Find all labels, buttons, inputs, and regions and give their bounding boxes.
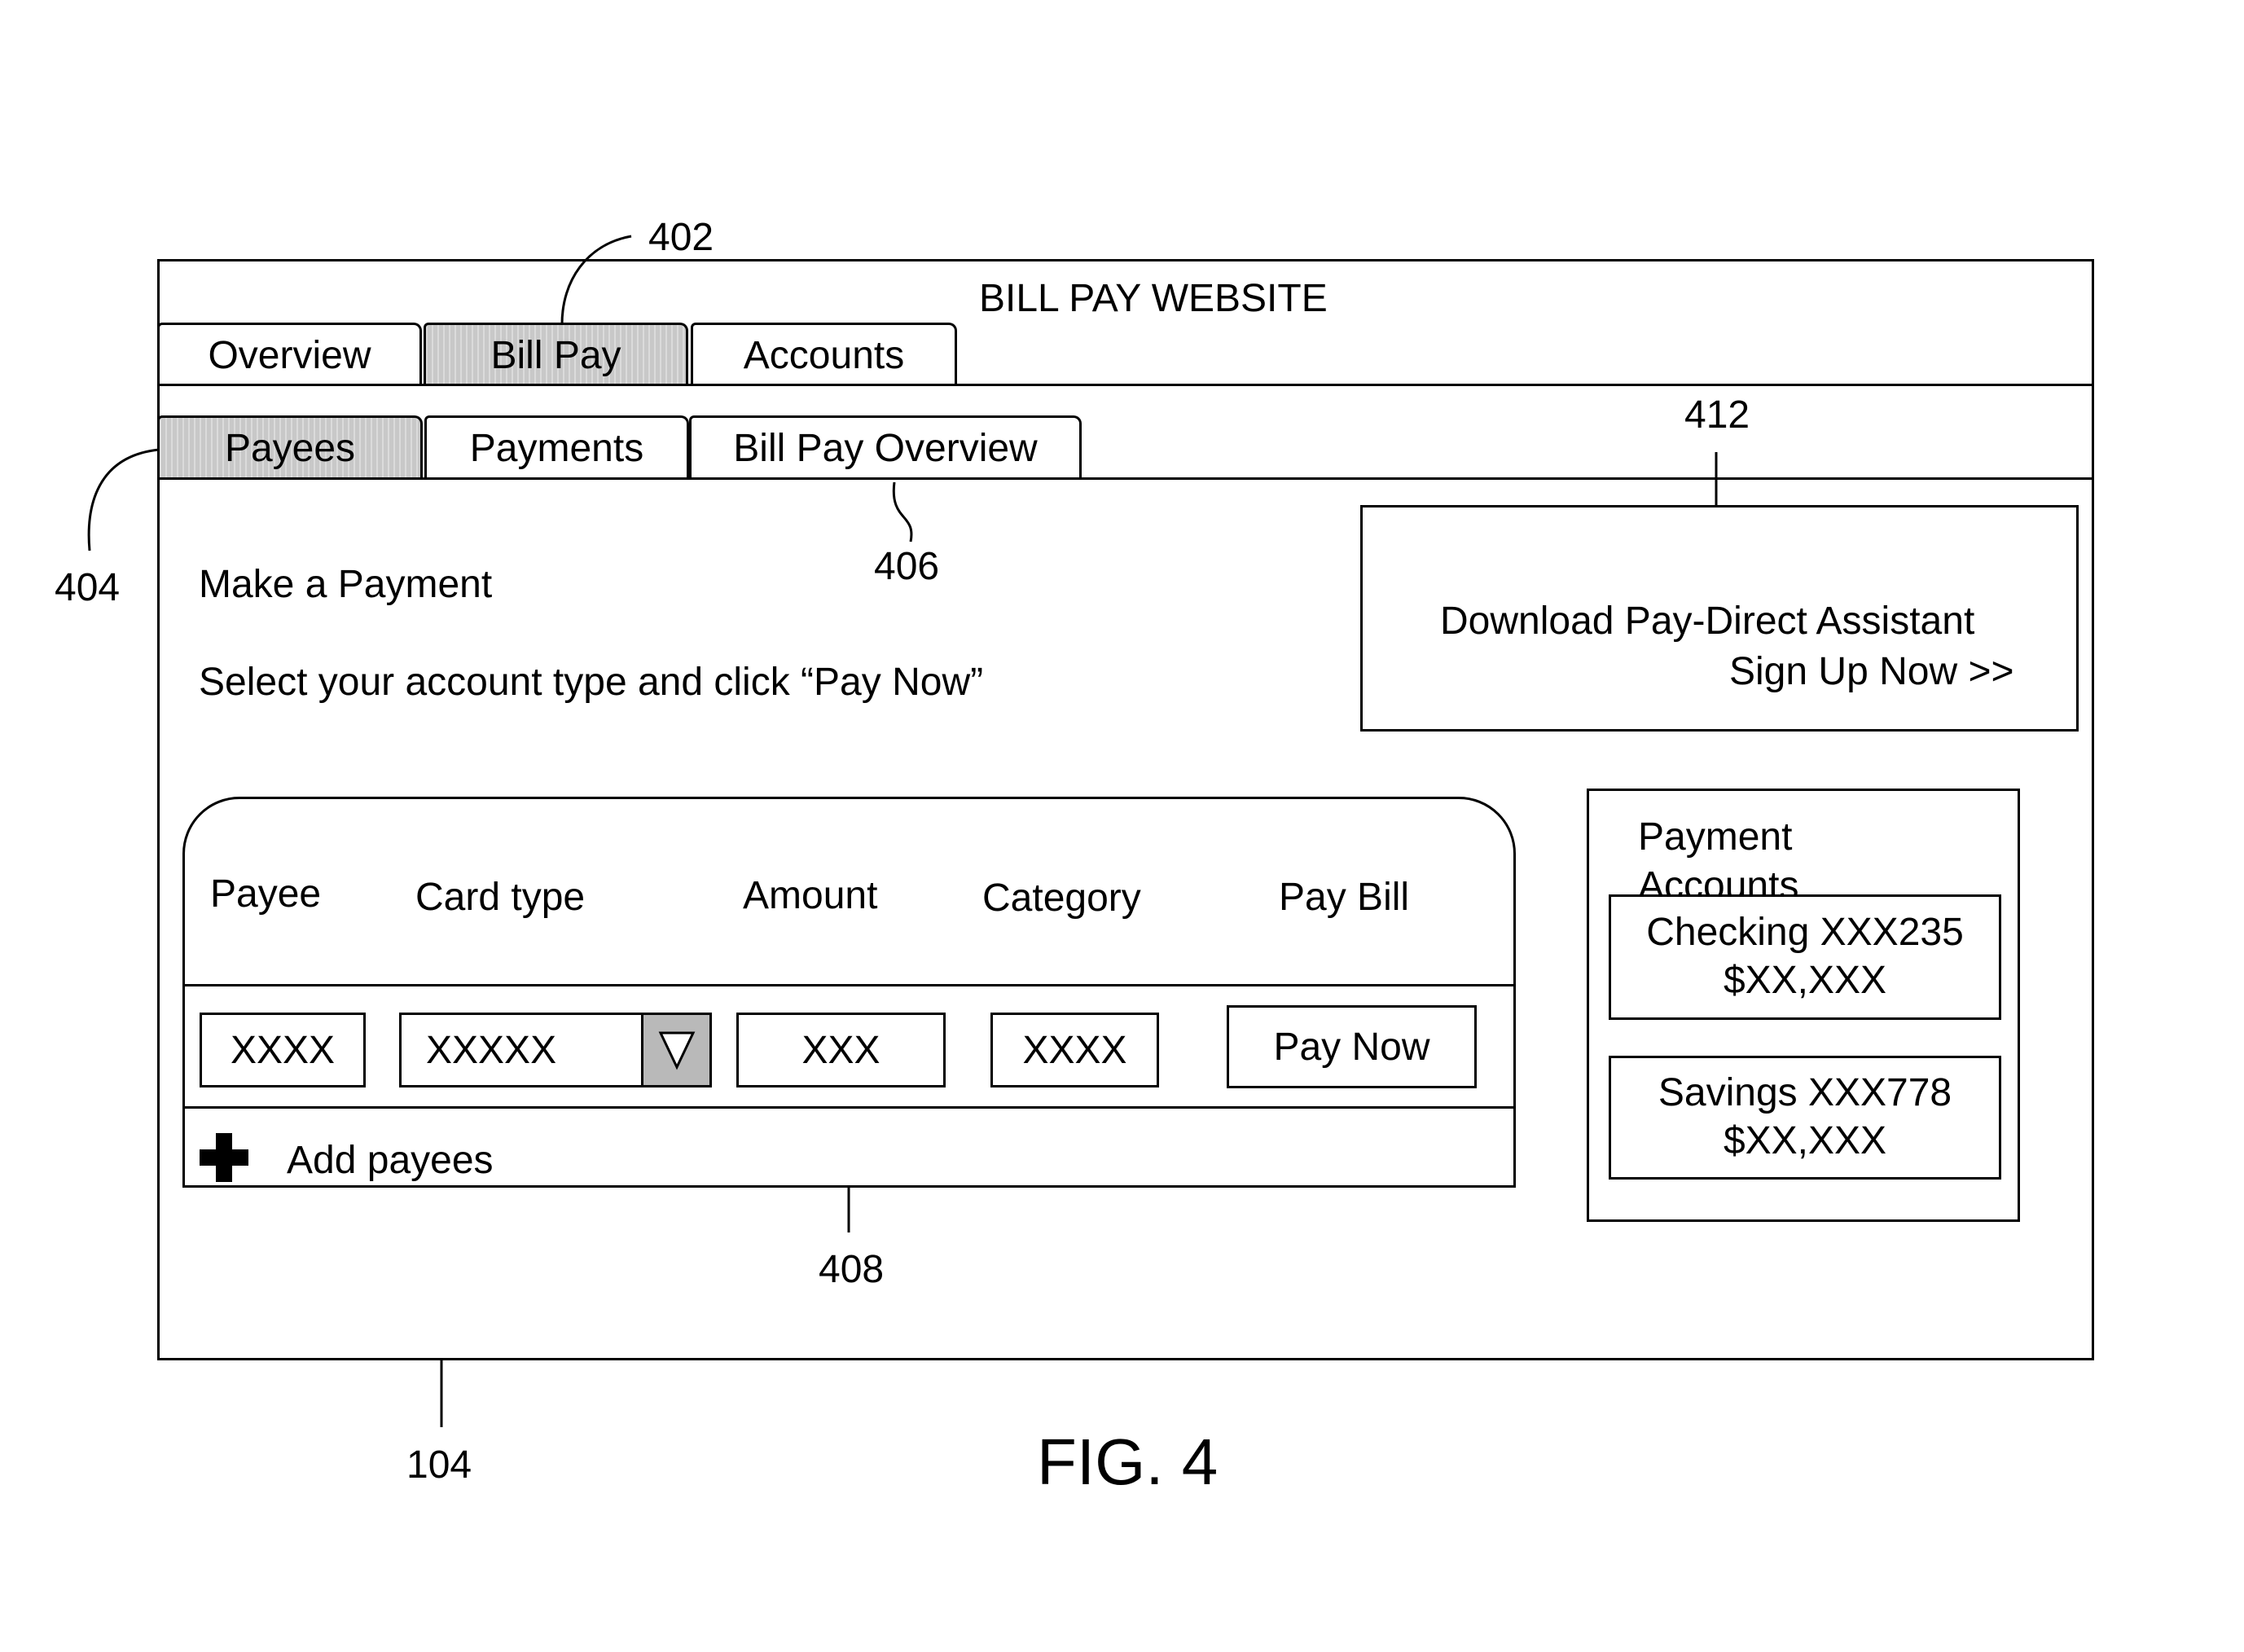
payee-input[interactable]: XXXX bbox=[200, 1013, 366, 1087]
account-checking-name: Checking XXX235 bbox=[1646, 909, 1964, 957]
payment-table: Payee Card type Amount Category Pay Bill… bbox=[182, 797, 1516, 1188]
ref-numeral-104: 104 bbox=[406, 1446, 472, 1485]
ref-numeral-402: 402 bbox=[648, 218, 714, 257]
subtab-payees[interactable]: Payees bbox=[157, 415, 423, 479]
figure-label: FIG. 4 bbox=[1037, 1430, 1218, 1495]
payment-accounts-title-line1: Payment bbox=[1638, 818, 1792, 857]
main-tabbar-divider bbox=[157, 384, 2094, 386]
tab-bill-pay-label: Bill Pay bbox=[490, 333, 621, 378]
tab-overview[interactable]: Overview bbox=[157, 323, 422, 385]
page-heading: Make a Payment bbox=[199, 565, 492, 604]
tab-bill-pay[interactable]: Bill Pay bbox=[424, 323, 688, 385]
add-payees-button[interactable] bbox=[200, 1133, 248, 1182]
subtab-payees-label: Payees bbox=[225, 426, 355, 471]
payment-accounts-panel: Payment Accounts Checking XXX235 $XX,XXX… bbox=[1587, 789, 2020, 1222]
promo-signup-link[interactable]: Sign Up Now >> bbox=[1729, 652, 2014, 692]
ref-numeral-404: 404 bbox=[55, 569, 120, 608]
subtab-payments-label: Payments bbox=[470, 426, 643, 471]
subtab-bill-pay-overview[interactable]: Bill Pay Overview bbox=[689, 415, 1082, 479]
pay-now-button[interactable]: Pay Now bbox=[1227, 1005, 1477, 1088]
sub-tabbar-divider bbox=[157, 477, 2094, 480]
promo-line-download: Download Pay-Direct Assistant bbox=[1440, 602, 1974, 641]
add-payees-label[interactable]: Add payees bbox=[287, 1141, 494, 1180]
account-card-checking[interactable]: Checking XXX235 $XX,XXX bbox=[1609, 894, 2001, 1020]
card-type-select-value: XXXXX bbox=[426, 1028, 556, 1073]
payee-input-value: XXXX bbox=[231, 1028, 335, 1073]
tab-overview-label: Overview bbox=[208, 333, 371, 378]
category-input[interactable]: XXXX bbox=[990, 1013, 1159, 1087]
amount-input[interactable]: XXX bbox=[736, 1013, 946, 1087]
table-row-divider bbox=[185, 1106, 1513, 1109]
tab-accounts[interactable]: Accounts bbox=[691, 323, 957, 385]
table-header-divider bbox=[185, 984, 1513, 986]
col-header-pay-bill: Pay Bill bbox=[1279, 878, 1409, 917]
card-type-dropdown-toggle[interactable] bbox=[641, 1015, 709, 1085]
card-type-select[interactable]: XXXXX bbox=[399, 1013, 712, 1087]
account-card-savings[interactable]: Savings XXX778 $XX,XXX bbox=[1609, 1056, 2001, 1180]
account-savings-balance: $XX,XXX bbox=[1724, 1118, 1886, 1166]
pay-now-button-label: Pay Now bbox=[1273, 1025, 1429, 1070]
promo-box[interactable]: Download Pay-Direct Assistant Sign Up No… bbox=[1360, 505, 2079, 732]
triangle-down-icon bbox=[658, 1030, 696, 1070]
account-checking-balance: $XX,XXX bbox=[1724, 957, 1886, 1005]
leader-404 bbox=[89, 450, 159, 551]
page-instruction: Select your account type and click “Pay … bbox=[199, 663, 983, 702]
tab-accounts-label: Accounts bbox=[744, 333, 904, 378]
category-input-value: XXXX bbox=[1022, 1028, 1126, 1073]
amount-input-value: XXX bbox=[801, 1028, 880, 1073]
col-header-card-type: Card type bbox=[415, 878, 585, 917]
window-title: BILL PAY WEBSITE bbox=[979, 279, 1328, 319]
col-header-amount: Amount bbox=[743, 877, 877, 916]
col-header-category: Category bbox=[982, 879, 1141, 918]
account-savings-name: Savings XXX778 bbox=[1658, 1070, 1952, 1118]
subtab-bill-pay-overview-label: Bill Pay Overview bbox=[733, 426, 1037, 471]
plus-icon bbox=[200, 1133, 248, 1182]
subtab-payments[interactable]: Payments bbox=[424, 415, 689, 479]
col-header-payee: Payee bbox=[210, 875, 321, 914]
